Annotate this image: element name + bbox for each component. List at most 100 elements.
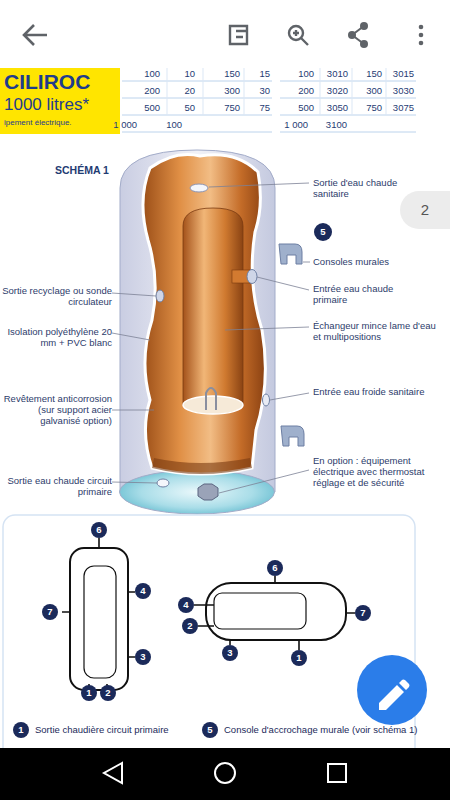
callout-number: 1 [81, 685, 97, 701]
heading-band: CILIROC1000 litres* ipement électrique. [0, 68, 120, 134]
diagram-title: SCHÉMA 1 [55, 164, 109, 176]
horizontal-exchanger [214, 593, 306, 629]
callout-number: 7 [42, 604, 58, 620]
table-cell: 750 [196, 102, 240, 114]
vertical-exchanger [84, 566, 116, 678]
table-cell: 30 [226, 85, 270, 97]
callout-number: 5 [202, 722, 218, 738]
reader-icon [230, 26, 247, 44]
app-bar [0, 0, 450, 68]
product-name: CILIROC [4, 70, 90, 94]
schematic-panel [3, 515, 415, 775]
callout-number: 1 [291, 650, 307, 666]
table-cell: 50 [151, 102, 195, 114]
table-cell: 1 000 [264, 119, 308, 131]
table-cell: 150 [338, 68, 382, 80]
table-cell: 500 [270, 102, 314, 114]
callout-text: Entrée eau froide sanitaire [313, 386, 425, 397]
callout-text: Revêtement anticorrosion (sur support ac… [2, 393, 112, 426]
exchanger-bottom [183, 396, 243, 414]
cold-inlet [263, 394, 270, 406]
callout-number: 2 [100, 685, 116, 701]
legend-text: Sortie chaudière circuit primaire [35, 724, 169, 735]
table-cell: 3050 [304, 102, 348, 114]
share-icon [360, 40, 368, 48]
table-cell: 3100 [303, 119, 347, 131]
table-cell: 15 [226, 68, 270, 80]
anticorrosion-lining [152, 458, 252, 474]
electric-fitting [198, 484, 218, 500]
callout-number: 4 [135, 583, 151, 599]
table-cell: 3015 [370, 68, 414, 80]
port-stub [194, 576, 355, 650]
callout-number: 4 [178, 597, 194, 613]
table-cell: 3020 [304, 85, 348, 97]
pencil-icon [379, 680, 410, 711]
vertical-tank [70, 548, 128, 690]
table-cell: 3030 [370, 85, 414, 97]
tank-cutaway [143, 155, 265, 475]
edit-button [357, 655, 427, 725]
primary-inlet [247, 270, 257, 284]
leader-line [112, 183, 310, 493]
table-cell: 300 [196, 85, 240, 97]
table-cell: 750 [338, 102, 382, 114]
nav-home [215, 763, 235, 783]
port-stub [62, 538, 135, 690]
callout-text: Échangeur mince lame d'eau et multiposit… [313, 320, 438, 342]
table-cell: 300 [338, 85, 382, 97]
share-icon [348, 31, 356, 39]
share-icon [360, 22, 368, 30]
callout-number: 3 [222, 645, 238, 661]
note-text: ipement électrique. [4, 118, 72, 127]
page-indicator: 2 [400, 191, 450, 229]
table-cell: 100 [138, 119, 182, 131]
wall-console [281, 426, 304, 446]
menu-icon [419, 41, 424, 46]
table-cell: 100 [116, 68, 160, 80]
tank-base [120, 470, 275, 514]
callout-text: En option : équipement électrique avec t… [313, 455, 438, 488]
recycle-outlet [156, 290, 164, 302]
callout-number: 7 [355, 605, 371, 621]
legend-text: Console d'accrochage murale (voir schéma… [224, 724, 417, 735]
callout-text: Isolation polyéthylène 20 mm + PVC blanc [2, 326, 112, 348]
callout-text: Sortie d'eau chaude sanitaire [313, 177, 425, 199]
search-icon [293, 30, 308, 45]
back-icon [24, 25, 47, 45]
menu-icon [419, 25, 424, 30]
callout-number: 3 [135, 649, 151, 665]
table-cell: 1 000 [93, 119, 137, 131]
tank-shell [120, 150, 275, 492]
callout-number: 5 [314, 223, 332, 241]
table-cell: 100 [270, 68, 314, 80]
callout-text: Sortie recyclage ou sonde circulateur [2, 285, 112, 307]
callout-number: 6 [267, 560, 283, 576]
callout-text: Consoles murales [313, 256, 438, 267]
callout-number: 2 [182, 618, 198, 634]
table-cell: 75 [226, 102, 270, 114]
heating-element [206, 388, 216, 410]
table-grid [167, 68, 386, 115]
nav-recent [328, 764, 346, 782]
callout-number: 1 [13, 722, 29, 738]
primary-outlet [157, 479, 169, 487]
table-cell: 200 [270, 85, 314, 97]
callout-text: Entrée eau chaude primaire [313, 283, 425, 305]
menu-icon [419, 33, 424, 38]
callout-number: 6 [91, 522, 107, 538]
capacity-text: 1000 litres* [4, 95, 89, 115]
table-cell: 150 [196, 68, 240, 80]
table-cell: 20 [151, 85, 195, 97]
table-cell: 3075 [370, 102, 414, 114]
page-number: 2 [400, 201, 450, 218]
wall-console [279, 244, 302, 264]
horizontal-tank [206, 583, 346, 640]
table-cell: 500 [116, 102, 160, 114]
nav-back [104, 763, 122, 783]
callout-text: Sortie eau chaude circuit primaire [2, 475, 112, 497]
table-cell: 10 [151, 68, 195, 80]
nav-bar [0, 748, 450, 800]
